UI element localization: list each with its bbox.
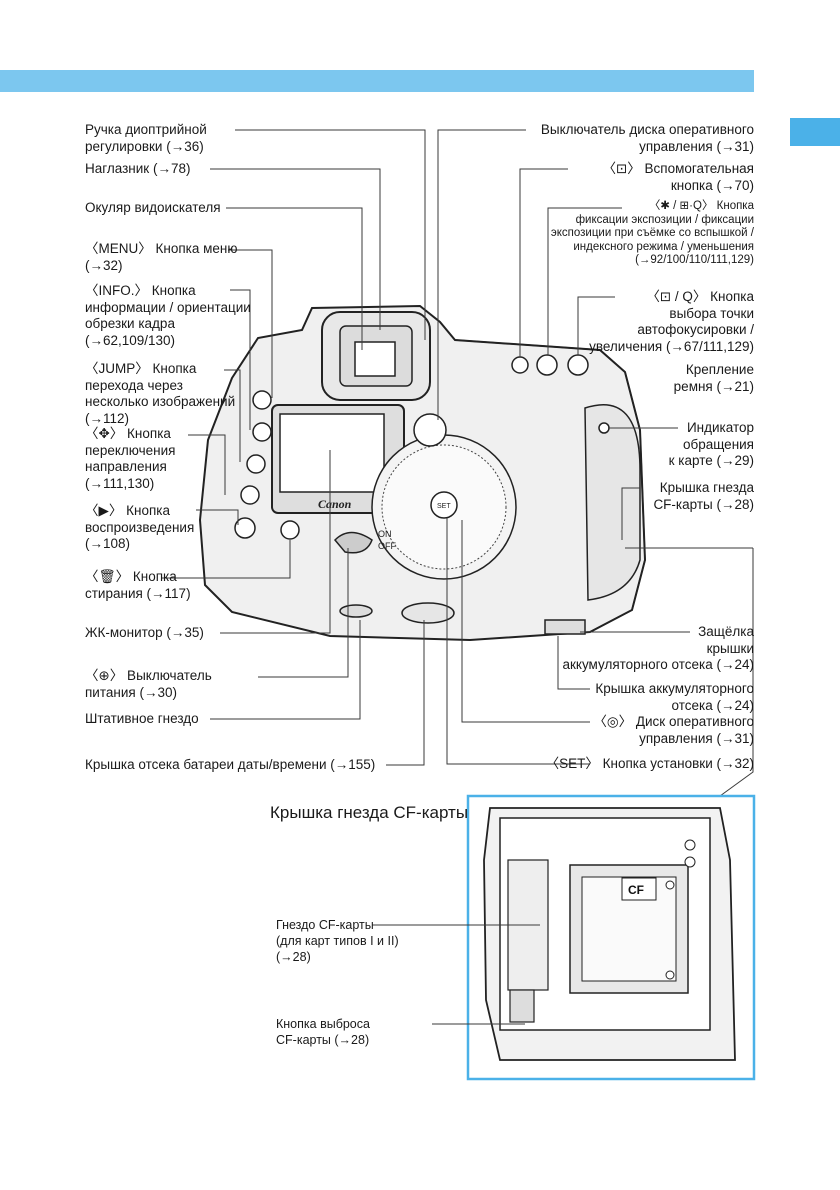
label-tripod-socket: Штативное гнездо [85, 711, 199, 726]
label-eyecup: Наглазник (→78) [85, 161, 191, 176]
cf-inset: CF [466, 794, 756, 1081]
leader-lines [162, 129, 754, 797]
label-set-button: 〈SET〉 Кнопка установки (→32) [545, 756, 754, 771]
chapter-tab [790, 118, 840, 146]
cf-slot-text: CF [628, 883, 644, 897]
label-date-battery-cover: Крышка отсека батареи даты/времени (→155… [85, 757, 376, 772]
header-color-bar [0, 70, 754, 92]
set-button-text: SET [437, 503, 451, 510]
power-off-text: OFF [378, 541, 396, 551]
camera-brand-text: Canon [318, 497, 352, 511]
camera-body: Canon SET ON OFF [198, 304, 647, 642]
label-menu-button: 〈MENU〉 Кнопка меню(→32) [85, 241, 238, 273]
inset-leader-lines [372, 924, 540, 1025]
label-eyepiece: Окуляр видоискателя [85, 200, 221, 215]
label-lcd-monitor: ЖК-монитор (→35) [85, 625, 204, 640]
power-on-text: ON [378, 529, 392, 539]
label-cf-slot: Гнездо CF-карты(для карт типов I и II)(→… [276, 918, 399, 964]
inset-title: Крышка гнезда CF-карты [270, 803, 469, 822]
